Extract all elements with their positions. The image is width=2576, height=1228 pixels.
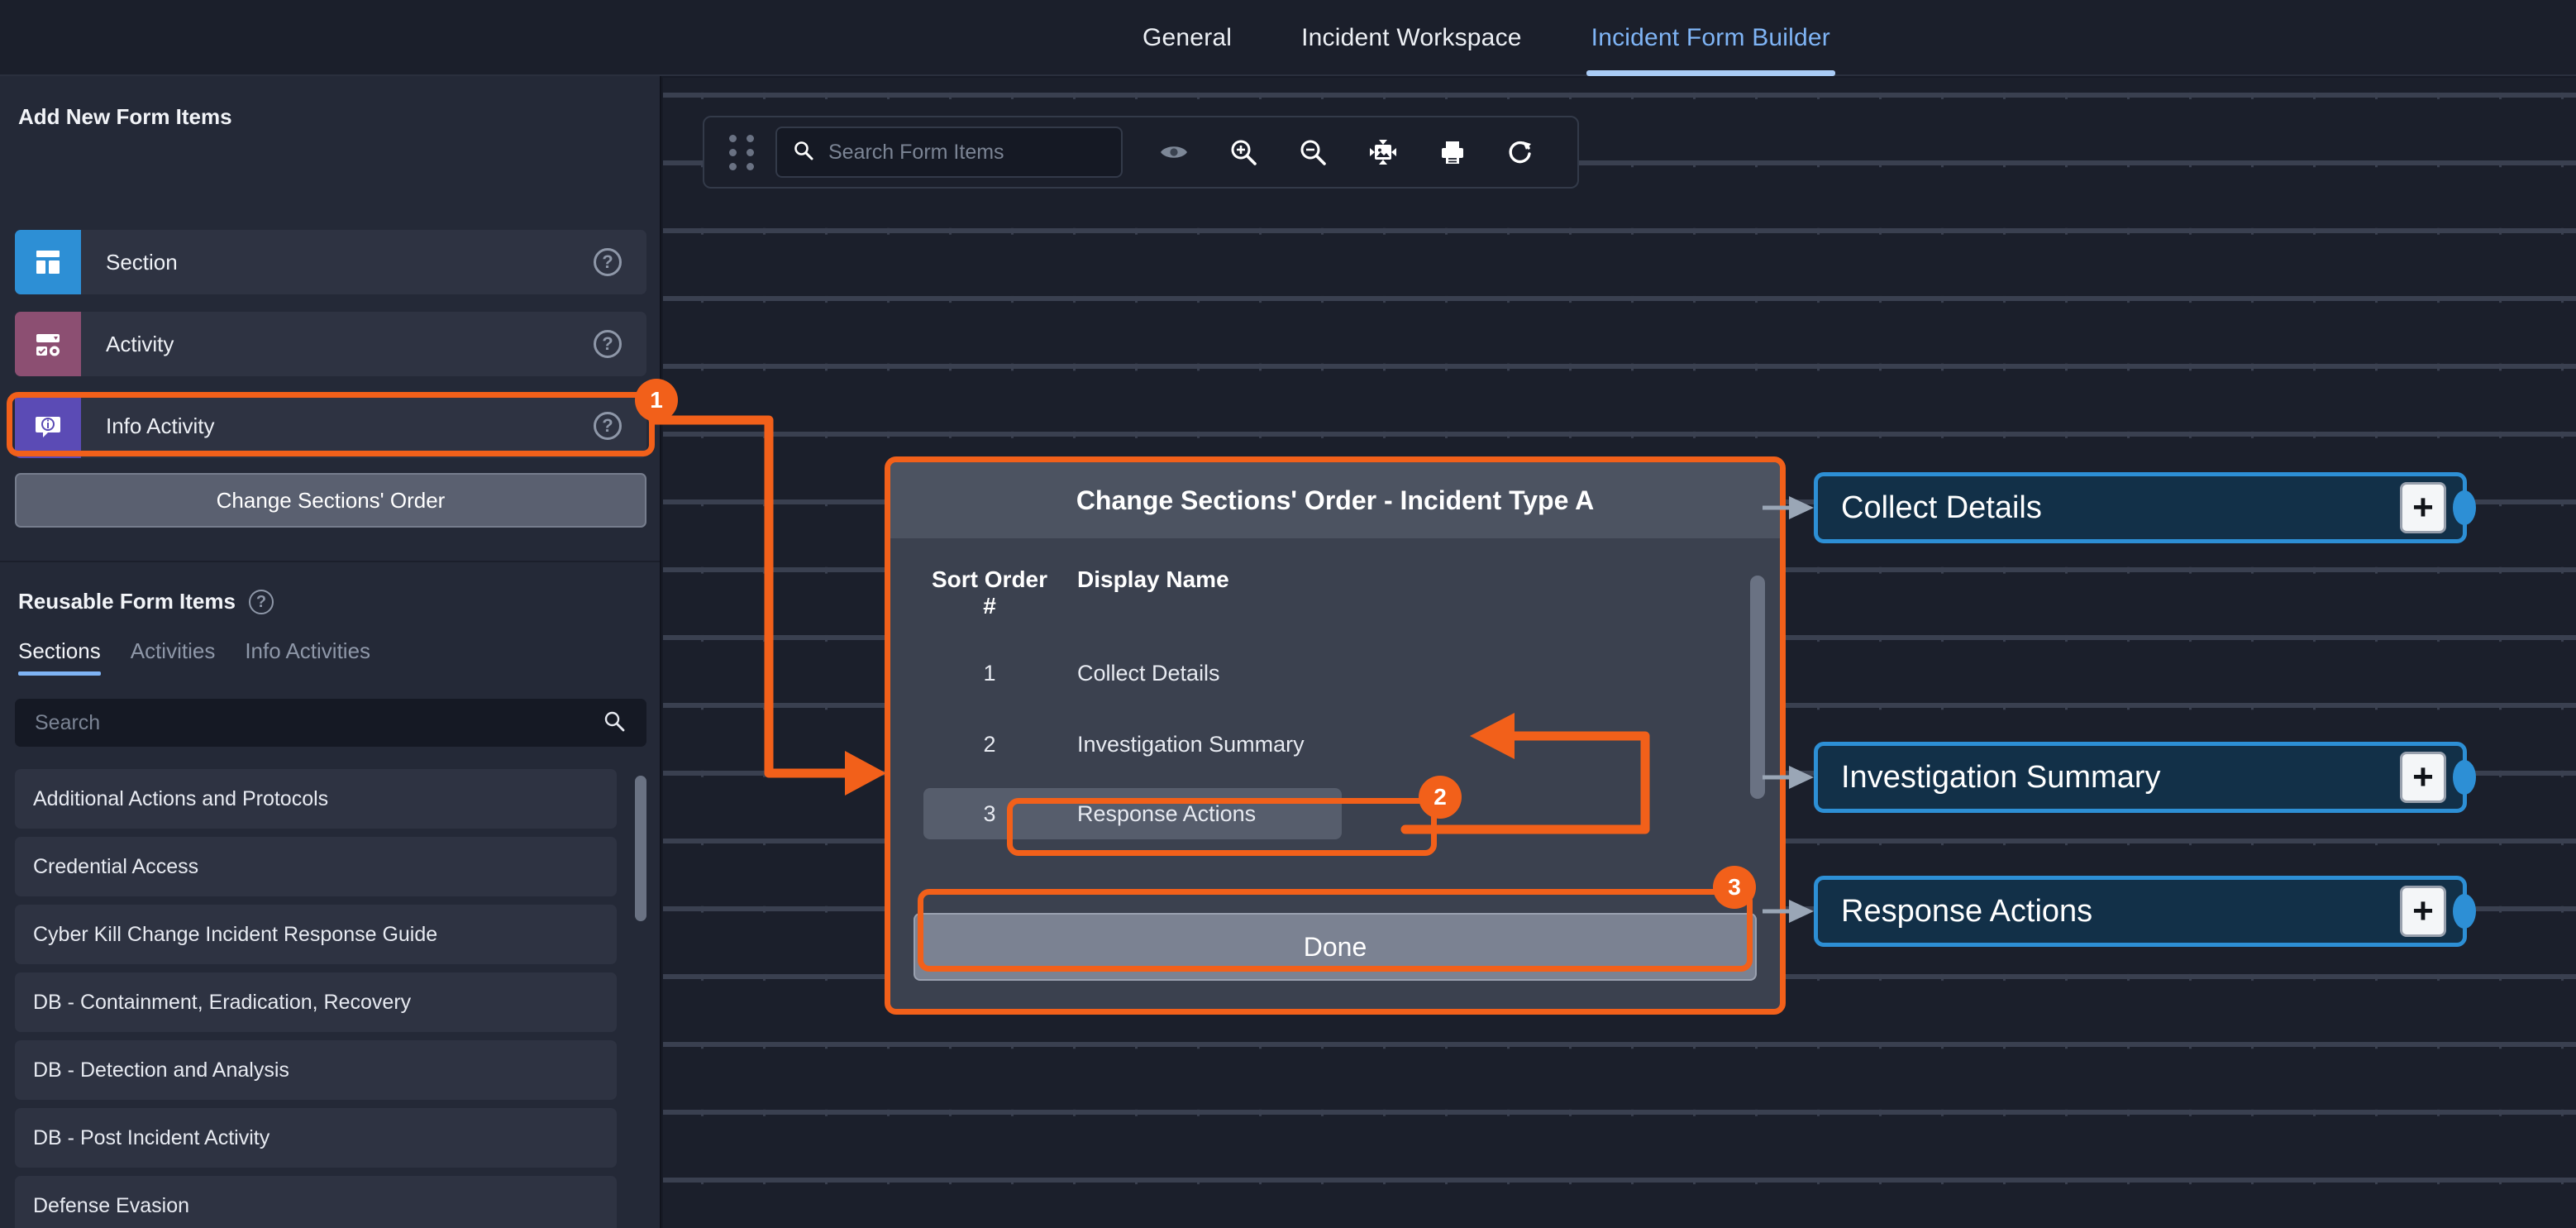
node-investigation-summary[interactable]: Investigation Summary +: [1814, 742, 2476, 813]
annotation-badge-1: 1: [635, 379, 678, 422]
order-display-name: Investigation Summary: [1077, 731, 1305, 757]
print-icon[interactable]: [1438, 138, 1467, 166]
column-header-display-name: Display Name: [1077, 566, 1229, 592]
order-number: 3: [983, 800, 996, 826]
node-connector-dot[interactable]: [2453, 490, 2476, 525]
tab-incident-form-builder[interactable]: Incident Form Builder: [1557, 0, 1865, 76]
sidebar-search-input[interactable]: Search: [15, 699, 646, 747]
add-to-response-actions-button[interactable]: +: [2400, 886, 2446, 937]
section-layout-icon: [15, 230, 81, 294]
tab-list: General Incident Workspace Incident Form…: [1108, 0, 1865, 76]
subtab-activities[interactable]: Activities: [130, 638, 216, 663]
done-button[interactable]: Done: [914, 913, 1757, 981]
order-display-name: Collect Details: [1077, 660, 1220, 686]
drag-dot: [729, 162, 737, 170]
node-response-actions-label: Response Actions: [1841, 893, 2093, 929]
search-icon: [792, 139, 815, 166]
modal-title: Change Sections' Order - Incident Type A: [890, 462, 1780, 538]
fit-to-screen-icon[interactable]: [1367, 137, 1399, 167]
form-item-activity[interactable]: Activity ?: [15, 312, 646, 376]
column-header-sort-order: Sort Order #: [931, 566, 1048, 619]
drag-dot: [747, 162, 754, 170]
sidebar-divider: [0, 561, 660, 562]
node-response-actions[interactable]: Response Actions +: [1814, 876, 2476, 947]
zoom-out-icon[interactable]: [1298, 137, 1328, 167]
drag-dot: [729, 134, 737, 142]
modal-body: Sort Order # Display Name 1 Collect Deta…: [890, 538, 1780, 1009]
activity-help-icon[interactable]: ?: [594, 330, 622, 358]
section-help-icon[interactable]: ?: [594, 248, 622, 276]
node-investigation-summary-label: Investigation Summary: [1841, 759, 2161, 795]
drag-handle-icon[interactable]: [729, 134, 757, 170]
change-sections-order-modal: Change Sections' Order - Incident Type A…: [885, 456, 1786, 1015]
reusable-sections-list[interactable]: Additional Actions and Protocols Credent…: [15, 769, 646, 1228]
node-collect-details-label: Collect Details: [1841, 490, 2042, 525]
add-new-form-items-title: Add New Form Items: [18, 104, 232, 129]
zoom-in-icon[interactable]: [1228, 137, 1258, 167]
node-collect-details[interactable]: Collect Details +: [1814, 472, 2476, 543]
eye-icon[interactable]: [1159, 140, 1189, 165]
info-bubble-icon: [15, 394, 81, 458]
list-item[interactable]: DB - Post Incident Activity: [15, 1108, 617, 1168]
reusable-subtabs: Sections Activities Info Activities: [18, 638, 370, 676]
change-sections-order-button[interactable]: Change Sections' Order: [15, 473, 646, 528]
list-item[interactable]: Additional Actions and Protocols: [15, 769, 617, 829]
node-connector-dot[interactable]: [2453, 760, 2476, 795]
list-item[interactable]: DB - Containment, Eradication, Recovery: [15, 972, 617, 1032]
annotation-badge-3: 3: [1713, 866, 1756, 909]
top-tab-bar: General Incident Workspace Incident Form…: [0, 0, 2576, 76]
modal-scrollbar[interactable]: [1750, 576, 1765, 799]
subtab-info-activities[interactable]: Info Activities: [245, 638, 371, 663]
node-connector-dot[interactable]: [2453, 894, 2476, 929]
subtab-sections[interactable]: Sections: [18, 638, 101, 676]
canvas-toolbar-icons: [1159, 137, 1534, 167]
activity-form-icon: [15, 312, 81, 376]
sidebar: Add New Form Items Section ?: [0, 76, 661, 1228]
form-item-activity-label: Activity: [106, 331, 174, 356]
order-display-name: Response Actions: [1077, 800, 1257, 826]
drag-dot: [729, 148, 737, 156]
order-row-investigation-summary[interactable]: 2 Investigation Summary: [923, 719, 1747, 770]
list-item[interactable]: Defense Evasion: [15, 1176, 617, 1228]
form-item-section[interactable]: Section ?: [15, 230, 646, 294]
sidebar-search-placeholder: Search: [35, 710, 101, 734]
order-row-response-actions[interactable]: 3 Response Actions: [923, 788, 1342, 839]
add-to-investigation-summary-button[interactable]: +: [2400, 752, 2446, 803]
list-item[interactable]: DB - Detection and Analysis: [15, 1040, 617, 1100]
tab-incident-workspace-label: Incident Workspace: [1301, 24, 1522, 51]
tab-incident-workspace[interactable]: Incident Workspace: [1267, 0, 1557, 76]
drag-dot: [747, 148, 754, 156]
list-item[interactable]: Credential Access: [15, 837, 617, 896]
search-icon[interactable]: [602, 709, 627, 738]
tab-general-label: General: [1143, 24, 1233, 51]
tab-incident-form-builder-label: Incident Form Builder: [1591, 24, 1830, 51]
reusable-form-items-title: Reusable Form Items ?: [18, 589, 274, 614]
refresh-icon[interactable]: [1506, 137, 1534, 167]
section-help-glyph: ?: [594, 248, 622, 276]
search-form-items-placeholder: Search Form Items: [828, 140, 1004, 164]
sections-list-scrollbar[interactable]: [635, 776, 646, 921]
form-item-info-activity-label: Info Activity: [106, 413, 215, 438]
info-activity-help-glyph: ?: [594, 412, 622, 440]
form-item-info-activity[interactable]: Info Activity ?: [15, 394, 646, 458]
order-row-collect-details[interactable]: 1 Collect Details: [923, 647, 1747, 699]
reusable-help-icon[interactable]: ?: [248, 589, 274, 614]
activity-help-glyph: ?: [594, 330, 622, 358]
order-number: 2: [983, 731, 996, 757]
order-number: 1: [983, 660, 996, 686]
form-item-section-label: Section: [106, 249, 178, 275]
tab-general[interactable]: General: [1108, 0, 1267, 76]
list-item[interactable]: Cyber Kill Change Incident Response Guid…: [15, 905, 617, 964]
info-activity-help-icon[interactable]: ?: [594, 412, 622, 440]
annotation-badge-2: 2: [1419, 776, 1462, 819]
add-to-collect-details-button[interactable]: +: [2400, 482, 2446, 533]
reusable-form-items-label: Reusable Form Items: [18, 589, 236, 614]
canvas-toolbar: Search Form Items: [703, 116, 1579, 189]
drag-dot: [747, 134, 754, 142]
modal-column-headers: Sort Order # Display Name: [923, 566, 1747, 619]
search-form-items-input[interactable]: Search Form Items: [775, 127, 1123, 178]
